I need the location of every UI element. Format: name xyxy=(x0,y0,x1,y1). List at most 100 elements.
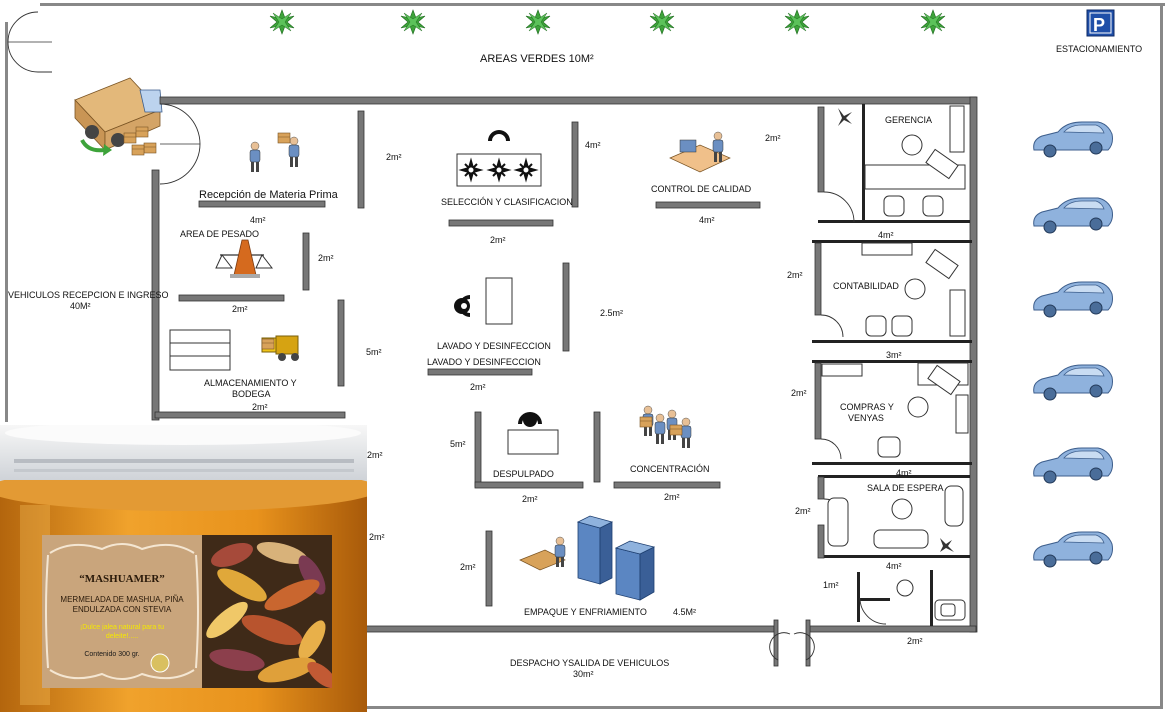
pesado-area-label: 2m² xyxy=(232,304,248,314)
sala-label: SALA DE ESPERA xyxy=(867,483,944,493)
area-2m-left-low-label: 2m² xyxy=(369,532,385,542)
almacenamiento-area-label: 2m² xyxy=(252,402,268,412)
compras-furniture xyxy=(821,362,969,458)
quality-control-icon xyxy=(669,131,731,173)
car-icon xyxy=(1033,531,1113,568)
ornament-frame xyxy=(45,543,199,680)
product-label: “MASHUAMER” MERMELADA DE MASHUA, PIÑA EN… xyxy=(42,535,332,688)
compras-side-label: 2m² xyxy=(791,388,807,398)
despacho-area-label: 30m² xyxy=(573,669,594,679)
weighing-scale-icon xyxy=(215,239,274,278)
compras-label-1: COMPRAS Y xyxy=(840,402,894,412)
almacenamiento-label: ALMACENAMIENTO Y xyxy=(204,378,297,388)
reception-door[interactable] xyxy=(159,103,201,185)
despulpado-label: DESPULPADO xyxy=(493,469,554,479)
product-content: Contenido 300 gr. xyxy=(84,651,140,658)
dispatch-door[interactable] xyxy=(769,632,815,661)
product-brand: “MASHUAMER” xyxy=(79,573,165,585)
recepcion-area-label: 4m² xyxy=(250,215,266,225)
empaque-side-label: 2m² xyxy=(460,562,476,572)
reception-workers-icon xyxy=(249,132,300,173)
contabilidad-furniture xyxy=(861,242,966,337)
fan-icon xyxy=(460,159,482,181)
area-4m-sel-label: 4m² xyxy=(585,140,601,150)
concentration-workers-icon xyxy=(639,405,692,449)
despacho-label: DESPACHO YSALIDA DE VEHICULOS xyxy=(510,658,669,668)
office-block xyxy=(812,104,972,626)
despulpado-area-label: 2m² xyxy=(522,494,538,504)
tree-icon xyxy=(649,9,675,35)
product-label-text-panel: “MASHUAMER” MERMELADA DE MASHUA, PIÑA EN… xyxy=(42,535,202,688)
control-area-label: 4m² xyxy=(699,215,715,225)
tree-icon xyxy=(920,9,946,35)
gerencia-label: GERENCIA xyxy=(885,115,932,125)
product-slogan: ¡Dulce jalea natural para tu deleite!...… xyxy=(79,624,165,640)
tree-icon xyxy=(784,9,810,35)
area-2-5m-label: 2.5m² xyxy=(600,308,623,318)
gerencia-area-label: 4m² xyxy=(878,230,894,240)
lavado-label-2: LAVADO Y DESINFECCION xyxy=(427,357,541,367)
car-icon xyxy=(1033,281,1113,318)
tree-icon xyxy=(525,9,551,35)
parked-cars xyxy=(1033,121,1113,568)
delivery-truck-icon xyxy=(74,77,163,156)
control-calidad-label: CONTROL DE CALIDAD xyxy=(651,184,752,194)
empaque-area-label: 4.5M² xyxy=(673,607,696,617)
green-areas xyxy=(269,9,946,35)
car-icon xyxy=(1033,364,1113,401)
fan-icon xyxy=(515,159,537,181)
bathroom-fixtures xyxy=(896,579,966,621)
concentracion-area-label: 2m² xyxy=(664,492,680,502)
product-description: MERMELADA DE MASHUA, PIÑA ENDULZADA CON … xyxy=(60,595,184,614)
bodega-label: BODEGA xyxy=(232,389,271,399)
recepcion-label: Recepción de Materia Prima xyxy=(199,189,339,201)
sala-area-label: 4m² xyxy=(886,561,902,571)
area-5m-left-label: 5m² xyxy=(366,347,382,357)
area-2m-label: 2m² xyxy=(386,152,402,162)
partition-walls xyxy=(154,106,825,607)
parking-sign-icon: P xyxy=(1086,9,1115,37)
sala-furniture xyxy=(827,485,964,552)
product-photo: “MASHUAMER” MERMELADA DE MASHUA, PIÑA EN… xyxy=(0,425,367,712)
pesado-side-label: 2m² xyxy=(318,253,334,263)
tree-icon xyxy=(269,9,295,35)
svg-text:P: P xyxy=(1093,15,1105,35)
vehiculos-area-label: 40M² xyxy=(70,301,91,311)
mashua-tubers-image xyxy=(202,535,332,688)
fan-icon xyxy=(488,159,510,181)
area-5m-desp-label: 5m² xyxy=(450,439,466,449)
contabilidad-side-label: 2m² xyxy=(787,270,803,280)
sala-side-label: 2m² xyxy=(795,506,811,516)
empaque-label: EMPAQUE Y ENFRIAMIENTO xyxy=(524,607,647,617)
areas-verdes-label: AREAS VERDES 10M² xyxy=(480,53,594,65)
entrance-door-top-left[interactable] xyxy=(7,11,52,73)
car-icon xyxy=(1033,447,1113,484)
packing-equipment-icon xyxy=(519,515,656,601)
pulping-equipment xyxy=(507,412,559,455)
estacionamiento-label: ESTACIONAMIENTO xyxy=(1056,44,1142,54)
area-2m-top-label: 2m² xyxy=(765,133,781,143)
lavado-label-1: LAVADO Y DESINFECCION xyxy=(437,341,551,351)
tree-icon xyxy=(400,9,426,35)
washing-equipment xyxy=(454,277,513,325)
contabilidad-label: CONTABILIDAD xyxy=(833,281,899,291)
selection-equipment xyxy=(456,130,542,187)
bano-area-label: 1m² xyxy=(823,580,839,590)
site-outline xyxy=(5,3,1165,709)
lavado-area-label: 2m² xyxy=(470,382,486,392)
contabilidad-area-label: 3m² xyxy=(886,350,902,360)
car-icon xyxy=(1033,121,1113,158)
area-2m-left-mid-label: 2m² xyxy=(367,450,383,460)
storage-shelf xyxy=(169,329,231,371)
compras-label-2: VENYAS xyxy=(848,413,884,423)
bottom-right-area-label: 2m² xyxy=(907,636,923,646)
vehiculos-label: VEHICULOS RECEPCION E INGRESO xyxy=(8,290,169,300)
seleccion-area-label: 2m² xyxy=(490,235,506,245)
area-de-pesado-label: AREA DE PESADO xyxy=(180,229,259,239)
car-icon xyxy=(1033,197,1113,234)
forklift-icon xyxy=(261,335,299,361)
seleccion-label: SELECCIÓN Y CLASIFICACION xyxy=(441,197,573,207)
compras-area-label: 4m² xyxy=(896,468,912,478)
concentracion-label: CONCENTRACIÓN xyxy=(630,464,710,474)
